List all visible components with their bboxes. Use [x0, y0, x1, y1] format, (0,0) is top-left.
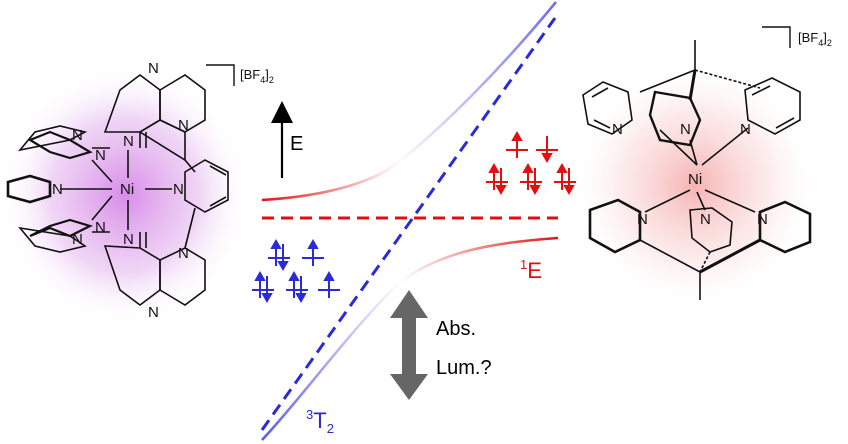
- left-n-9: N: [178, 117, 189, 134]
- right-n-3: N: [740, 121, 751, 138]
- left-n-4: N: [52, 181, 63, 198]
- energy-diagram: E 1E 3T2 Abs. Lum.?: [252, 1, 576, 441]
- upper-curve-red: [261, 159, 401, 202]
- left-n-6: N: [148, 304, 159, 321]
- right-counterion: [BF4]2: [798, 30, 832, 48]
- right-n-5: N: [700, 211, 711, 228]
- triplet-electron-config: [252, 238, 340, 304]
- energy-axis-label: E: [290, 133, 303, 155]
- right-n-1: N: [612, 121, 623, 138]
- doublet-state-label: 1E: [520, 257, 542, 283]
- right-bracket: [762, 26, 791, 48]
- lower-curve-blue: [261, 279, 403, 441]
- triplet-state-label: 3T2: [306, 407, 334, 436]
- right-n-4: N: [637, 211, 648, 228]
- right-n-6: N: [757, 211, 768, 228]
- lower-curve-red: [397, 236, 559, 286]
- left-ligand-bonds: [6, 74, 229, 306]
- left-n-1: N: [123, 133, 134, 150]
- left-metal-label: Ni: [120, 181, 134, 198]
- left-counterion: [BF4]2: [240, 67, 274, 85]
- triplet-dashed-line: [260, 17, 557, 431]
- right-metal-label: Ni: [688, 171, 702, 188]
- lum-label: Lum.?: [436, 357, 492, 379]
- upper-curve-blue: [394, 1, 558, 167]
- left-n-12: N: [72, 231, 83, 248]
- left-n-11: N: [72, 127, 83, 144]
- abs-lum-arrow: [390, 290, 428, 400]
- abs-label: Abs.: [436, 318, 476, 340]
- doublet-electron-config: [486, 130, 576, 196]
- left-n-2: N: [123, 231, 134, 248]
- right-complex: Ni N N N N N N [BF4]2: [570, 26, 832, 310]
- left-n-3: N: [173, 181, 184, 198]
- left-n-8: N: [95, 219, 106, 236]
- left-bracket: [206, 64, 235, 86]
- right-n-2: N: [680, 121, 691, 138]
- left-n-5: N: [148, 60, 159, 77]
- right-ligand-bonds: [582, 40, 812, 300]
- left-complex: Ni N N N N N N N N N N N N [BF4]2: [0, 60, 274, 325]
- left-n-7: N: [95, 147, 106, 164]
- right-glow: [570, 60, 820, 310]
- left-n-10: N: [178, 245, 189, 262]
